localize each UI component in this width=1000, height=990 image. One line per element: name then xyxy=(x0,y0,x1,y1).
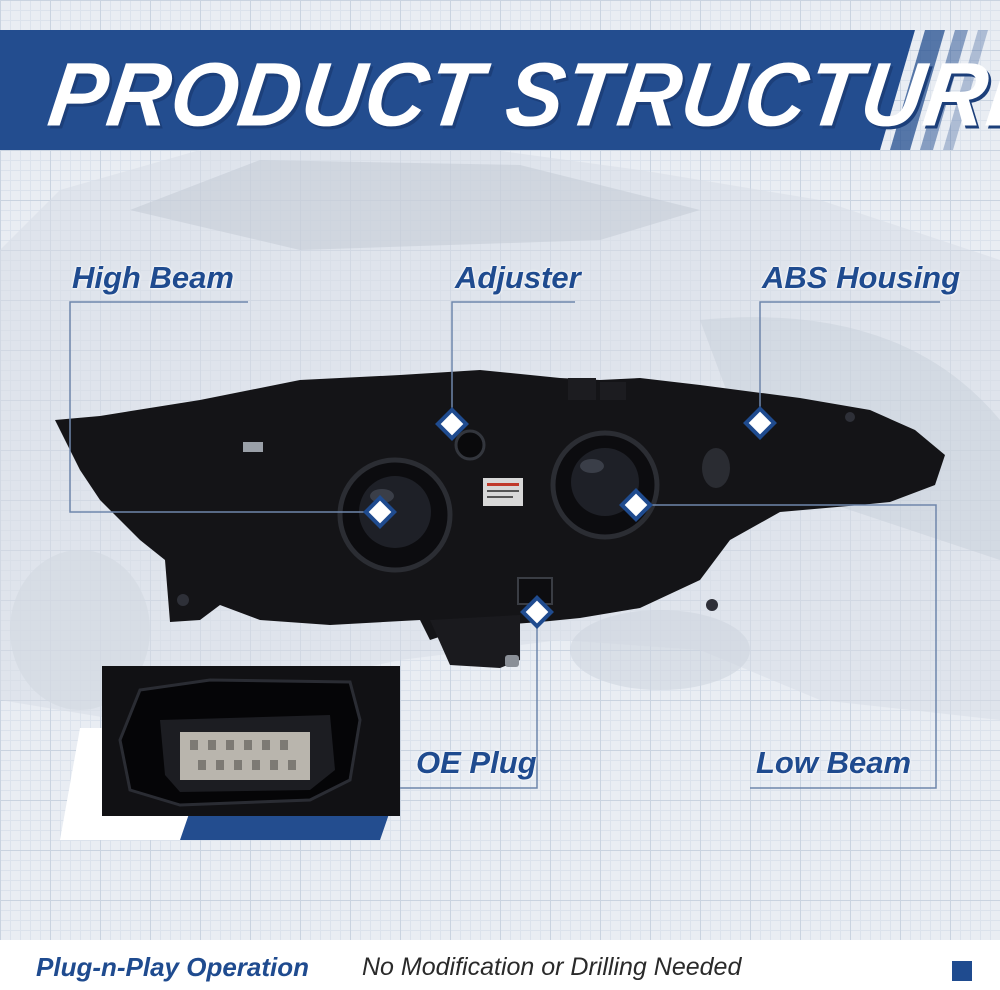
headlight-image xyxy=(55,370,945,668)
diamond-marker-icon xyxy=(363,495,397,529)
footer-highlight: Plug-n-Play Operation xyxy=(36,952,310,982)
diamond-marker-icon xyxy=(520,595,554,629)
footer-text: No Modification or Drilling Needed xyxy=(362,953,742,981)
callout-markers xyxy=(363,406,777,629)
callout-low-beam: Low Beam xyxy=(756,745,912,780)
diamond-marker-icon xyxy=(435,407,469,441)
title-banner xyxy=(0,30,988,150)
oe-plug-inset-image xyxy=(60,666,400,840)
diamond-marker-icon xyxy=(619,488,653,522)
diamond-marker-icon xyxy=(743,406,777,440)
callout-high-beam: High Beam xyxy=(72,260,234,295)
callout-adjuster: Adjuster xyxy=(455,260,581,295)
square-icon xyxy=(952,961,972,981)
callout-oe-plug: OE Plug xyxy=(416,745,537,780)
callout-lines xyxy=(69,301,940,789)
callout-abs-housing: ABS Housing xyxy=(762,260,961,295)
footer-bar: Plug-n-Play Operation No Modification or… xyxy=(0,940,1000,990)
